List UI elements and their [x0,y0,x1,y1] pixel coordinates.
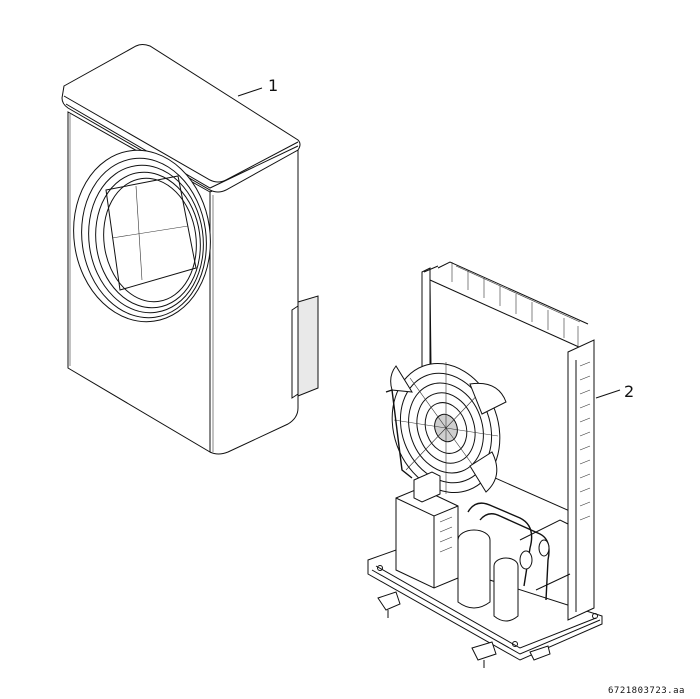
fan-assembly [385,362,507,494]
coil-right-frame [567,339,595,621]
casing-fan-opening [73,149,211,323]
callout-2-label: 2 [624,382,634,401]
fan-guard-spokes [393,362,499,494]
casing-side-panel [209,149,299,455]
opening-inner-divider [135,185,143,281]
fan-guard-ring-3 [416,392,476,464]
fan-blade-1 [469,382,507,415]
valve-2 [538,539,550,557]
coil-fin-ticks [451,262,579,346]
opening-ring-4 [95,171,201,309]
fan-guard-ring-1 [399,372,493,484]
fan-blade-3 [390,365,413,393]
refrigerant-pipe-4 [535,573,571,591]
base-hole-3 [592,613,598,619]
valve-1 [519,550,533,570]
base-frame-rail [375,565,597,649]
inner-unit-part [367,261,621,668]
refrigerant-pipe-3 [519,519,569,541]
fan-bracket [385,389,413,479]
coil-grille-line [455,265,581,323]
coil-left-top [423,265,439,273]
foot-right [529,645,551,661]
refrigerant-pipe-1 [467,502,533,587]
casing-rear-box-edge [291,305,299,399]
fan-guard-ring-2 [408,382,484,474]
callout-2-leader [595,389,621,399]
drawing-reference-code: 6721803723.aa [608,686,685,696]
foot-front [471,641,497,661]
opening-ring-2 [81,157,207,319]
electrical-box-vents [439,516,453,553]
opening-ring-3 [88,164,204,314]
callout-1-leader [237,87,263,97]
coil-top-edge [437,261,589,325]
electrical-box [395,487,459,589]
opening-inner-crossbar [111,225,189,239]
accumulator-body [493,566,519,622]
casing-lid-lower-edge [65,103,299,189]
coil-tube-ends [579,361,591,521]
base-hole-2 [512,641,518,647]
fan-guard-ring-4 [424,402,468,454]
compressor-body [457,540,491,609]
casing-part [61,44,319,455]
casing-top-lid [61,44,301,193]
casing-rear-box [297,295,319,397]
opening-inner-frame [105,175,197,291]
fan-blade-2 [469,451,498,493]
refrigerant-pipe-2 [479,513,550,601]
base-frame-rail-2 [371,569,601,655]
opening-inner-ring [103,177,197,303]
capacitor-block [413,471,441,503]
foot-left [377,591,401,611]
base-hole-1 [377,565,383,571]
callout-1-label: 1 [268,76,278,95]
